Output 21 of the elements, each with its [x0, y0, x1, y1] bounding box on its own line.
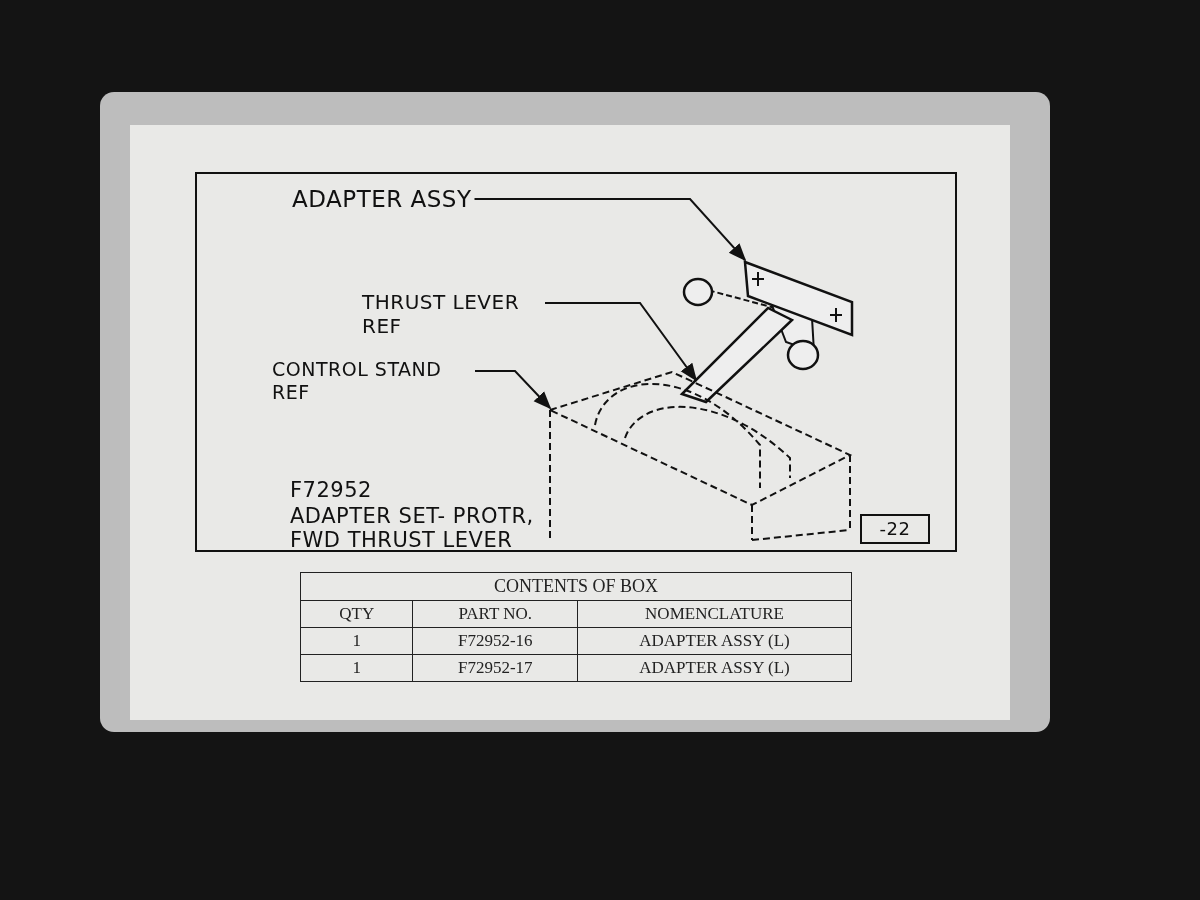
table-cell: 1: [300, 627, 413, 655]
table-cell: ADAPTER ASSY (L): [577, 627, 852, 655]
leader-line: [473, 198, 747, 262]
column-header: PART NO.: [412, 600, 578, 628]
part-number-text: F72952: [290, 478, 372, 503]
table-cell: F72952-17: [412, 654, 578, 682]
part-label: THRUST LEVER REF: [362, 290, 542, 338]
thrust-lever-drawing: [679, 306, 795, 404]
column-header: QTY: [300, 600, 413, 628]
part-description: ADAPTER SET- PROTR, FWD THRUST LEVER: [290, 504, 535, 553]
control-stand-drawing: [547, 370, 853, 541]
part-label: ADAPTER ASSY: [292, 186, 472, 214]
column-header: NOMENCLATURE: [577, 600, 852, 628]
figure-number: -22: [860, 514, 930, 544]
leader-line: [474, 370, 552, 410]
leader-line: [544, 302, 698, 382]
table-cell: ADAPTER ASSY (L): [577, 654, 852, 682]
table-title: CONTENTS OF BOX: [300, 572, 852, 601]
part-label: CONTROL STAND REF: [272, 358, 472, 404]
table-cell: F72952-16: [412, 627, 578, 655]
table-cell: 1: [300, 654, 413, 682]
